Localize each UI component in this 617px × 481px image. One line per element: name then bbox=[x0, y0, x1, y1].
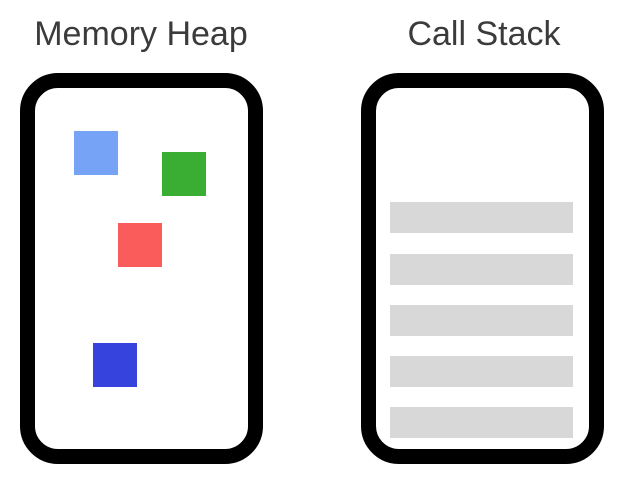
memory-heap-box bbox=[20, 73, 263, 464]
heap-block-dark-blue bbox=[93, 343, 137, 387]
stack-frame-1 bbox=[390, 202, 573, 233]
stack-frame-5 bbox=[390, 407, 573, 438]
heap-block-light-blue bbox=[74, 131, 118, 175]
heap-block-green bbox=[162, 152, 206, 196]
call-stack-box bbox=[361, 73, 604, 464]
stack-frame-4 bbox=[390, 356, 573, 387]
stack-frame-2 bbox=[390, 254, 573, 285]
heap-block-red bbox=[118, 223, 162, 267]
call-stack-title: Call Stack bbox=[407, 15, 561, 53]
memory-heap-title: Memory Heap bbox=[34, 15, 248, 53]
stack-frame-3 bbox=[390, 305, 573, 336]
